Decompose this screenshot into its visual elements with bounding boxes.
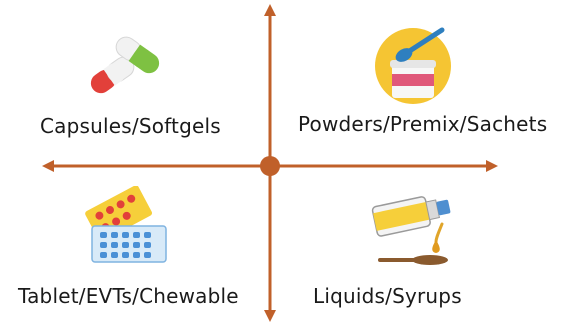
quadrant-label-liquids: Liquids/Syrups — [313, 284, 462, 308]
arrow-down — [264, 310, 276, 322]
syrup-bottle-icon — [368, 190, 460, 268]
capsules-icon — [84, 28, 168, 100]
quadrant-label-powders: Powders/Premix/Sachets — [298, 112, 548, 136]
axis-arrowheads — [42, 4, 498, 322]
tablet-blister-icon — [80, 185, 170, 266]
axis-center-dot — [260, 156, 280, 176]
powder-jar-icon — [372, 22, 454, 106]
quadrant-label-capsules: Capsules/Softgels — [40, 114, 221, 138]
arrow-right — [486, 160, 498, 172]
quadrant-label-tablets: Tablet/EVTs/Chewable — [18, 284, 239, 308]
arrow-left — [42, 160, 54, 172]
arrow-up — [264, 4, 276, 16]
